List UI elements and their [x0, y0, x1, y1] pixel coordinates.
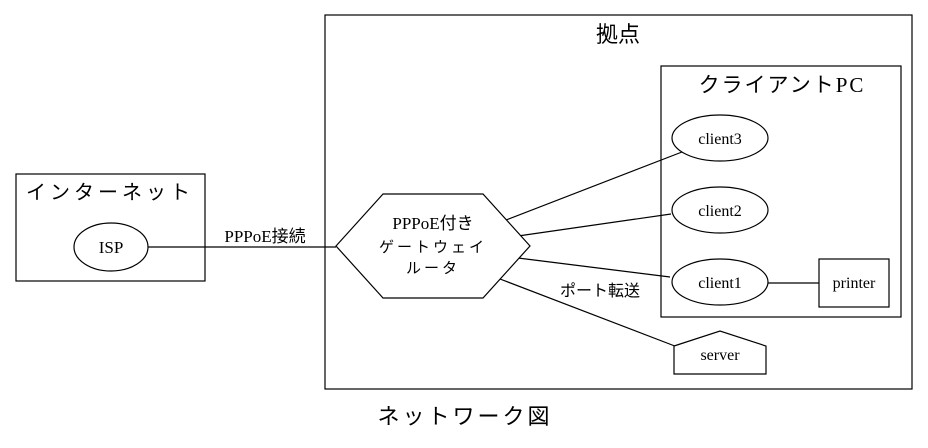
node-isp-shape	[73, 222, 149, 272]
cluster-internet: インターネット	[15, 173, 206, 282]
edge-label-port-forward: ポート転送	[560, 282, 640, 300]
node-server: server	[673, 330, 767, 375]
node-client1-label: client1	[698, 275, 742, 292]
node-server-label: server	[700, 347, 740, 364]
cluster-internet-label: インターネット	[26, 181, 194, 204]
node-gateway-router: PPPoE付き ゲートウェイ ルータ	[335, 193, 531, 299]
node-client1: client1	[671, 258, 769, 306]
node-server-shape	[673, 330, 767, 375]
node-printer-label: printer	[833, 275, 876, 292]
node-client1-shape	[671, 258, 769, 306]
edge-gateway-server	[499, 278, 681, 349]
diagram-caption: ネットワーク図	[377, 404, 552, 429]
edges	[147, 151, 819, 349]
node-client2-label: client2	[698, 203, 742, 220]
edge-label-pppoe-connection: PPPoE接続	[224, 227, 305, 246]
node-gateway-label-line3: ルータ	[406, 260, 460, 277]
node-client3-shape	[671, 114, 769, 162]
node-client3: client3	[671, 114, 769, 162]
node-isp: ISP	[73, 222, 149, 272]
cluster-client-pc-label: クライアントPC	[699, 73, 866, 97]
node-isp-label: ISP	[99, 238, 124, 257]
node-gateway-label-line1: PPPoE付き	[392, 214, 473, 233]
edge-gateway-client1	[517, 257, 671, 278]
cluster-site-border	[324, 14, 913, 390]
node-gateway-shape	[335, 193, 531, 299]
cluster-internet-border	[15, 173, 206, 282]
cluster-client-pc-border	[660, 65, 902, 318]
node-client3-label: client3	[698, 131, 742, 148]
node-client2-shape	[671, 186, 769, 234]
cluster-site: 拠点	[324, 14, 913, 390]
cluster-client-pc: クライアントPC	[660, 65, 902, 318]
node-gateway-label-line2: ゲートウェイ	[379, 239, 487, 256]
edge-gateway-client2	[517, 213, 672, 237]
edge-gateway-client3	[505, 151, 683, 221]
node-printer-shape	[818, 258, 890, 308]
node-client2: client2	[671, 186, 769, 234]
node-printer: printer	[818, 258, 890, 308]
cluster-site-label: 拠点	[596, 22, 640, 47]
